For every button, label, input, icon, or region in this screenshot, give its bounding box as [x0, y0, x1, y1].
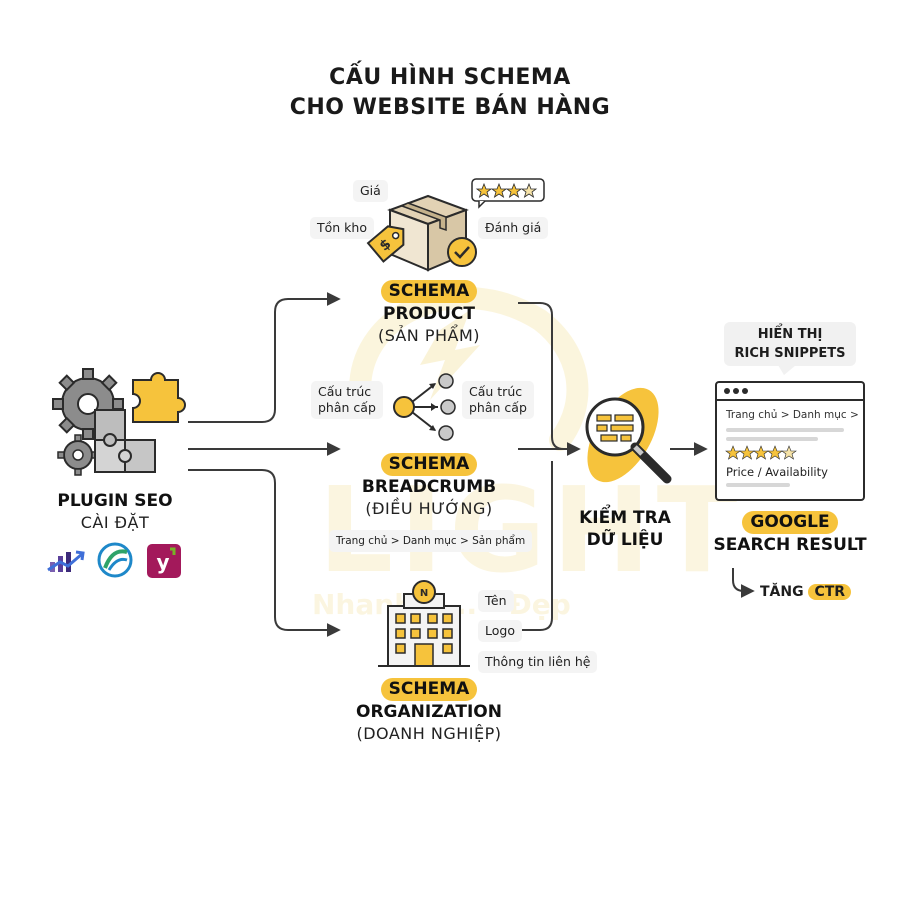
result-line [726, 483, 790, 487]
plugin-label-line-1: PLUGIN SEO [57, 491, 173, 511]
title-line-2: CHO WEBSITE BÁN HÀNG [289, 95, 611, 120]
product-box-icon: $ [366, 194, 477, 272]
schema-breadcrumb-label: SCHEMA BREADCRUMB (ĐIỀU HƯỚNG) [330, 453, 528, 520]
plugin-label-line-2: CÀI ĐẶT [80, 513, 150, 532]
schema-product-badge: SCHEMA [380, 280, 478, 303]
schema-product-sub: (SẢN PHẨM) [377, 326, 481, 345]
result-rating-stars [725, 445, 797, 460]
rich-snippets-text: HIỂN THỊ RICH SNIPPETS [724, 325, 856, 363]
breadcrumb-tag-right-line-2: phân cấp [469, 400, 527, 415]
window-dot-icon [742, 388, 748, 394]
result-meta: Price / Availability [726, 465, 828, 479]
breadcrumb-tag-left-line-1: Cấu trúc [318, 384, 372, 399]
result-breadcrumb[interactable]: Trang chủ > Danh mục > [726, 409, 859, 421]
page-title: CẤU HÌNH SCHEMA CHO WEBSITE BÁN HÀNG [0, 63, 900, 123]
product-tag-rating: Đánh giá [478, 217, 549, 239]
chart-plugin-icon[interactable] [46, 546, 86, 576]
product-tag-price: Giá [353, 180, 388, 202]
breadcrumb-path: Trang chủ > Danh mục > Sản phẩm [329, 530, 533, 552]
org-tag-contact: Thông tin liên hệ [478, 651, 598, 673]
breadcrumb-tag-right-line-1: Cấu trúc [469, 384, 523, 399]
schema-breadcrumb-badge: SCHEMA [380, 453, 478, 476]
schema-organization-sub: (DOANH NGHIỆP) [356, 724, 502, 743]
schema-product-name: PRODUCT [383, 304, 475, 324]
rich-snippets-bubble [724, 322, 856, 366]
watermark-logo-icon [349, 286, 589, 451]
result-line [726, 437, 818, 441]
ctr-prefix: TĂNG [760, 584, 804, 600]
yoast-icon[interactable]: y [146, 543, 182, 579]
product-tag-stock: Tồn kho [310, 217, 374, 239]
svg-text:y: y [156, 550, 169, 574]
rich-snippets-line-2: RICH SNIPPETS [734, 346, 846, 361]
google-badge: GOOGLE [742, 511, 838, 534]
hierarchy-tree-icon [393, 373, 456, 441]
rich-snippets-line-1: HIỂN THỊ [757, 327, 823, 342]
check-data-label: KIỂM TRA DỮ LIỆU [560, 507, 690, 551]
google-result-label: GOOGLE SEARCH RESULT [700, 511, 880, 556]
result-line [726, 428, 844, 432]
schema-organization-label: SCHEMA ORGANIZATION (DOANH NGHIỆP) [325, 678, 533, 745]
rank-plugin-icon[interactable] [97, 542, 133, 578]
window-dot-icon [724, 388, 730, 394]
ctr-label: TĂNG CTR [760, 582, 852, 602]
plugin-label: PLUGIN SEO CÀI ĐẶT [30, 490, 200, 534]
schema-breadcrumb-sub: (ĐIỀU HƯỚNG) [365, 499, 493, 518]
schema-organization-name: ORGANIZATION [356, 702, 502, 722]
window-dot-icon [733, 388, 739, 394]
schema-product-label: SCHEMA PRODUCT (SẢN PHẨM) [340, 280, 518, 347]
title-line-1: CẤU HÌNH SCHEMA [329, 65, 571, 90]
rating-stars-bubble [471, 178, 545, 209]
check-data-line-1: KIỂM TRA [579, 508, 671, 528]
ctr-highlight: CTR [808, 584, 852, 600]
browser-window: Trang chủ > Danh mục > Price / Availabil… [715, 381, 865, 501]
browser-titlebar [717, 383, 863, 401]
bubble-tail [778, 365, 796, 375]
org-tag-name: Tên [478, 590, 514, 612]
org-tag-logo: Logo [478, 620, 522, 642]
schema-breadcrumb-name: BREADCRUMB [361, 477, 497, 497]
magnifier-check-icon [585, 387, 672, 484]
breadcrumb-tag-left-line-2: phân cấp [318, 400, 376, 415]
breadcrumb-tag-right: Cấu trúc phân cấp [462, 381, 534, 419]
plugin-gears-puzzle-icon [52, 368, 186, 476]
building-icon: N [378, 580, 470, 667]
svg-text:N: N [420, 588, 428, 599]
check-data-line-2: DỮ LIỆU [586, 530, 664, 550]
breadcrumb-tag-left: Cấu trúc phân cấp [311, 381, 383, 419]
search-result-title: SEARCH RESULT [713, 535, 867, 555]
schema-organization-badge: SCHEMA [380, 678, 478, 701]
